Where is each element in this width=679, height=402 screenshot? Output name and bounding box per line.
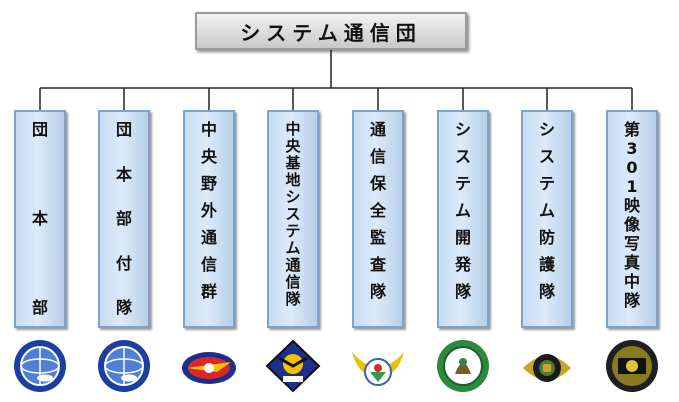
emblem-icon-3 <box>182 352 236 384</box>
unit-box-4: 中央基地システム通信隊 <box>267 110 319 328</box>
unit-box-7: システム防護隊 <box>521 110 573 328</box>
emblem-icon-1 <box>14 340 66 392</box>
emblem-icon-6 <box>437 340 489 392</box>
unit-label-3: 中央野外通信群 <box>200 120 217 301</box>
emblem-icon-4 <box>265 339 321 393</box>
unit-label-7: システム防護隊 <box>538 120 555 301</box>
unit-box-6: システム開発隊 <box>437 110 489 328</box>
emblem-icon-7 <box>523 354 571 382</box>
unit-box-3: 中央野外通信群 <box>183 110 235 328</box>
emblem-icon-5 <box>352 352 404 386</box>
unit-label-4: 中央基地システム通信隊 <box>285 120 301 308</box>
unit-label-5: 通信保全監査隊 <box>369 120 386 301</box>
unit-label-1: 団本部 <box>31 120 48 317</box>
unit-box-1: 団本部 <box>14 110 66 328</box>
emblem-icon-8 <box>606 340 658 392</box>
unit-box-2: 団本部付隊 <box>98 110 150 328</box>
unit-label-6: システム開発隊 <box>454 120 471 301</box>
root-org-label: システム通信団 <box>240 20 422 45</box>
unit-box-5: 通信保全監査隊 <box>352 110 404 328</box>
root-org-box: システム通信団 <box>195 12 467 50</box>
emblem-icon-2 <box>98 340 150 392</box>
unit-label-2: 団本部付隊 <box>115 120 132 317</box>
